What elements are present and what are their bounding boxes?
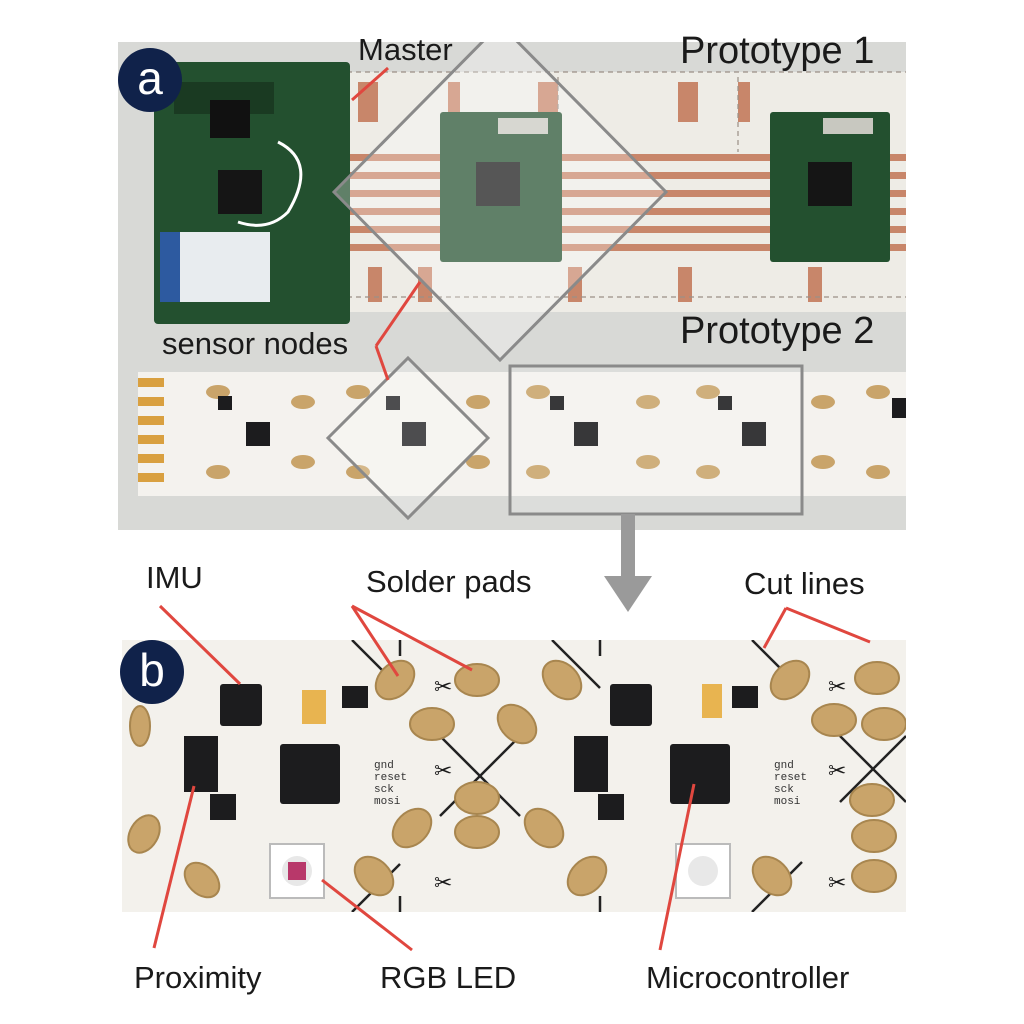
silkscreen-reset: reset	[774, 772, 808, 784]
prototype2-highlight-diamond	[325, 355, 491, 521]
silkscreen-mosi: mosi	[774, 796, 801, 808]
svg-text:✂: ✂	[434, 674, 452, 699]
silkscreen-sck: sck	[374, 784, 394, 796]
svg-text:✂: ✂	[434, 758, 452, 783]
edge-connector	[138, 378, 164, 482]
silkscreen-gnd: gnd	[374, 760, 394, 772]
silkscreen-labels-left: gnd reset sck mosi	[374, 760, 407, 808]
svg-text:✂: ✂	[828, 674, 846, 699]
imu-label: IMU	[146, 560, 203, 595]
proximity-label: Proximity	[134, 960, 262, 995]
prototype2-pads	[206, 385, 890, 479]
cut-lines-label: Cut lines	[744, 566, 865, 601]
rgb-led-label: RGB LED	[380, 960, 517, 995]
prototype1-highlight-diamond	[331, 42, 669, 363]
solder-pads-label: Solder pads	[366, 564, 532, 599]
silkscreen-gnd: gnd	[774, 760, 794, 772]
amber-components	[302, 684, 722, 724]
svg-text:✂: ✂	[828, 870, 846, 895]
prototype2-title: Prototype 2	[680, 310, 875, 352]
prototype1-title: Prototype 1	[680, 30, 875, 72]
close-up-photo: ✂ ✂ ✂ ✂ ✂ ✂ gnd reset sck mosi gnd reset sck…	[122, 640, 906, 912]
node-components	[184, 684, 758, 820]
microcontroller-label: Microcontroller	[646, 960, 850, 995]
scissor-marks: ✂ ✂ ✂ ✂ ✂ ✂	[434, 674, 846, 895]
prototype2-chips	[218, 396, 906, 446]
svg-text:✂: ✂	[828, 758, 846, 783]
annotation-lines	[152, 66, 871, 952]
prototype-photo	[118, 42, 906, 530]
close-up-graphic: ✂ ✂ ✂ ✂ ✂ ✂	[127, 640, 906, 912]
prototype-photo-graphic	[138, 42, 906, 521]
master-label: Master	[358, 32, 453, 67]
silkscreen-labels-right: gnd reset sck mosi	[774, 760, 807, 808]
panel-a-badge: a	[118, 48, 182, 112]
silkscreen-mosi: mosi	[374, 796, 401, 808]
solder-pads	[127, 659, 906, 899]
silkscreen-sck: sck	[774, 784, 794, 796]
silkscreen-reset: reset	[374, 772, 408, 784]
svg-text:✂: ✂	[434, 870, 452, 895]
zoom-arrow	[604, 514, 652, 612]
rgb-leds	[269, 843, 731, 899]
panel-b-badge: b	[120, 640, 184, 704]
zoom-highlight-box	[508, 364, 804, 516]
sensor-nodes-label: sensor nodes	[162, 326, 349, 361]
